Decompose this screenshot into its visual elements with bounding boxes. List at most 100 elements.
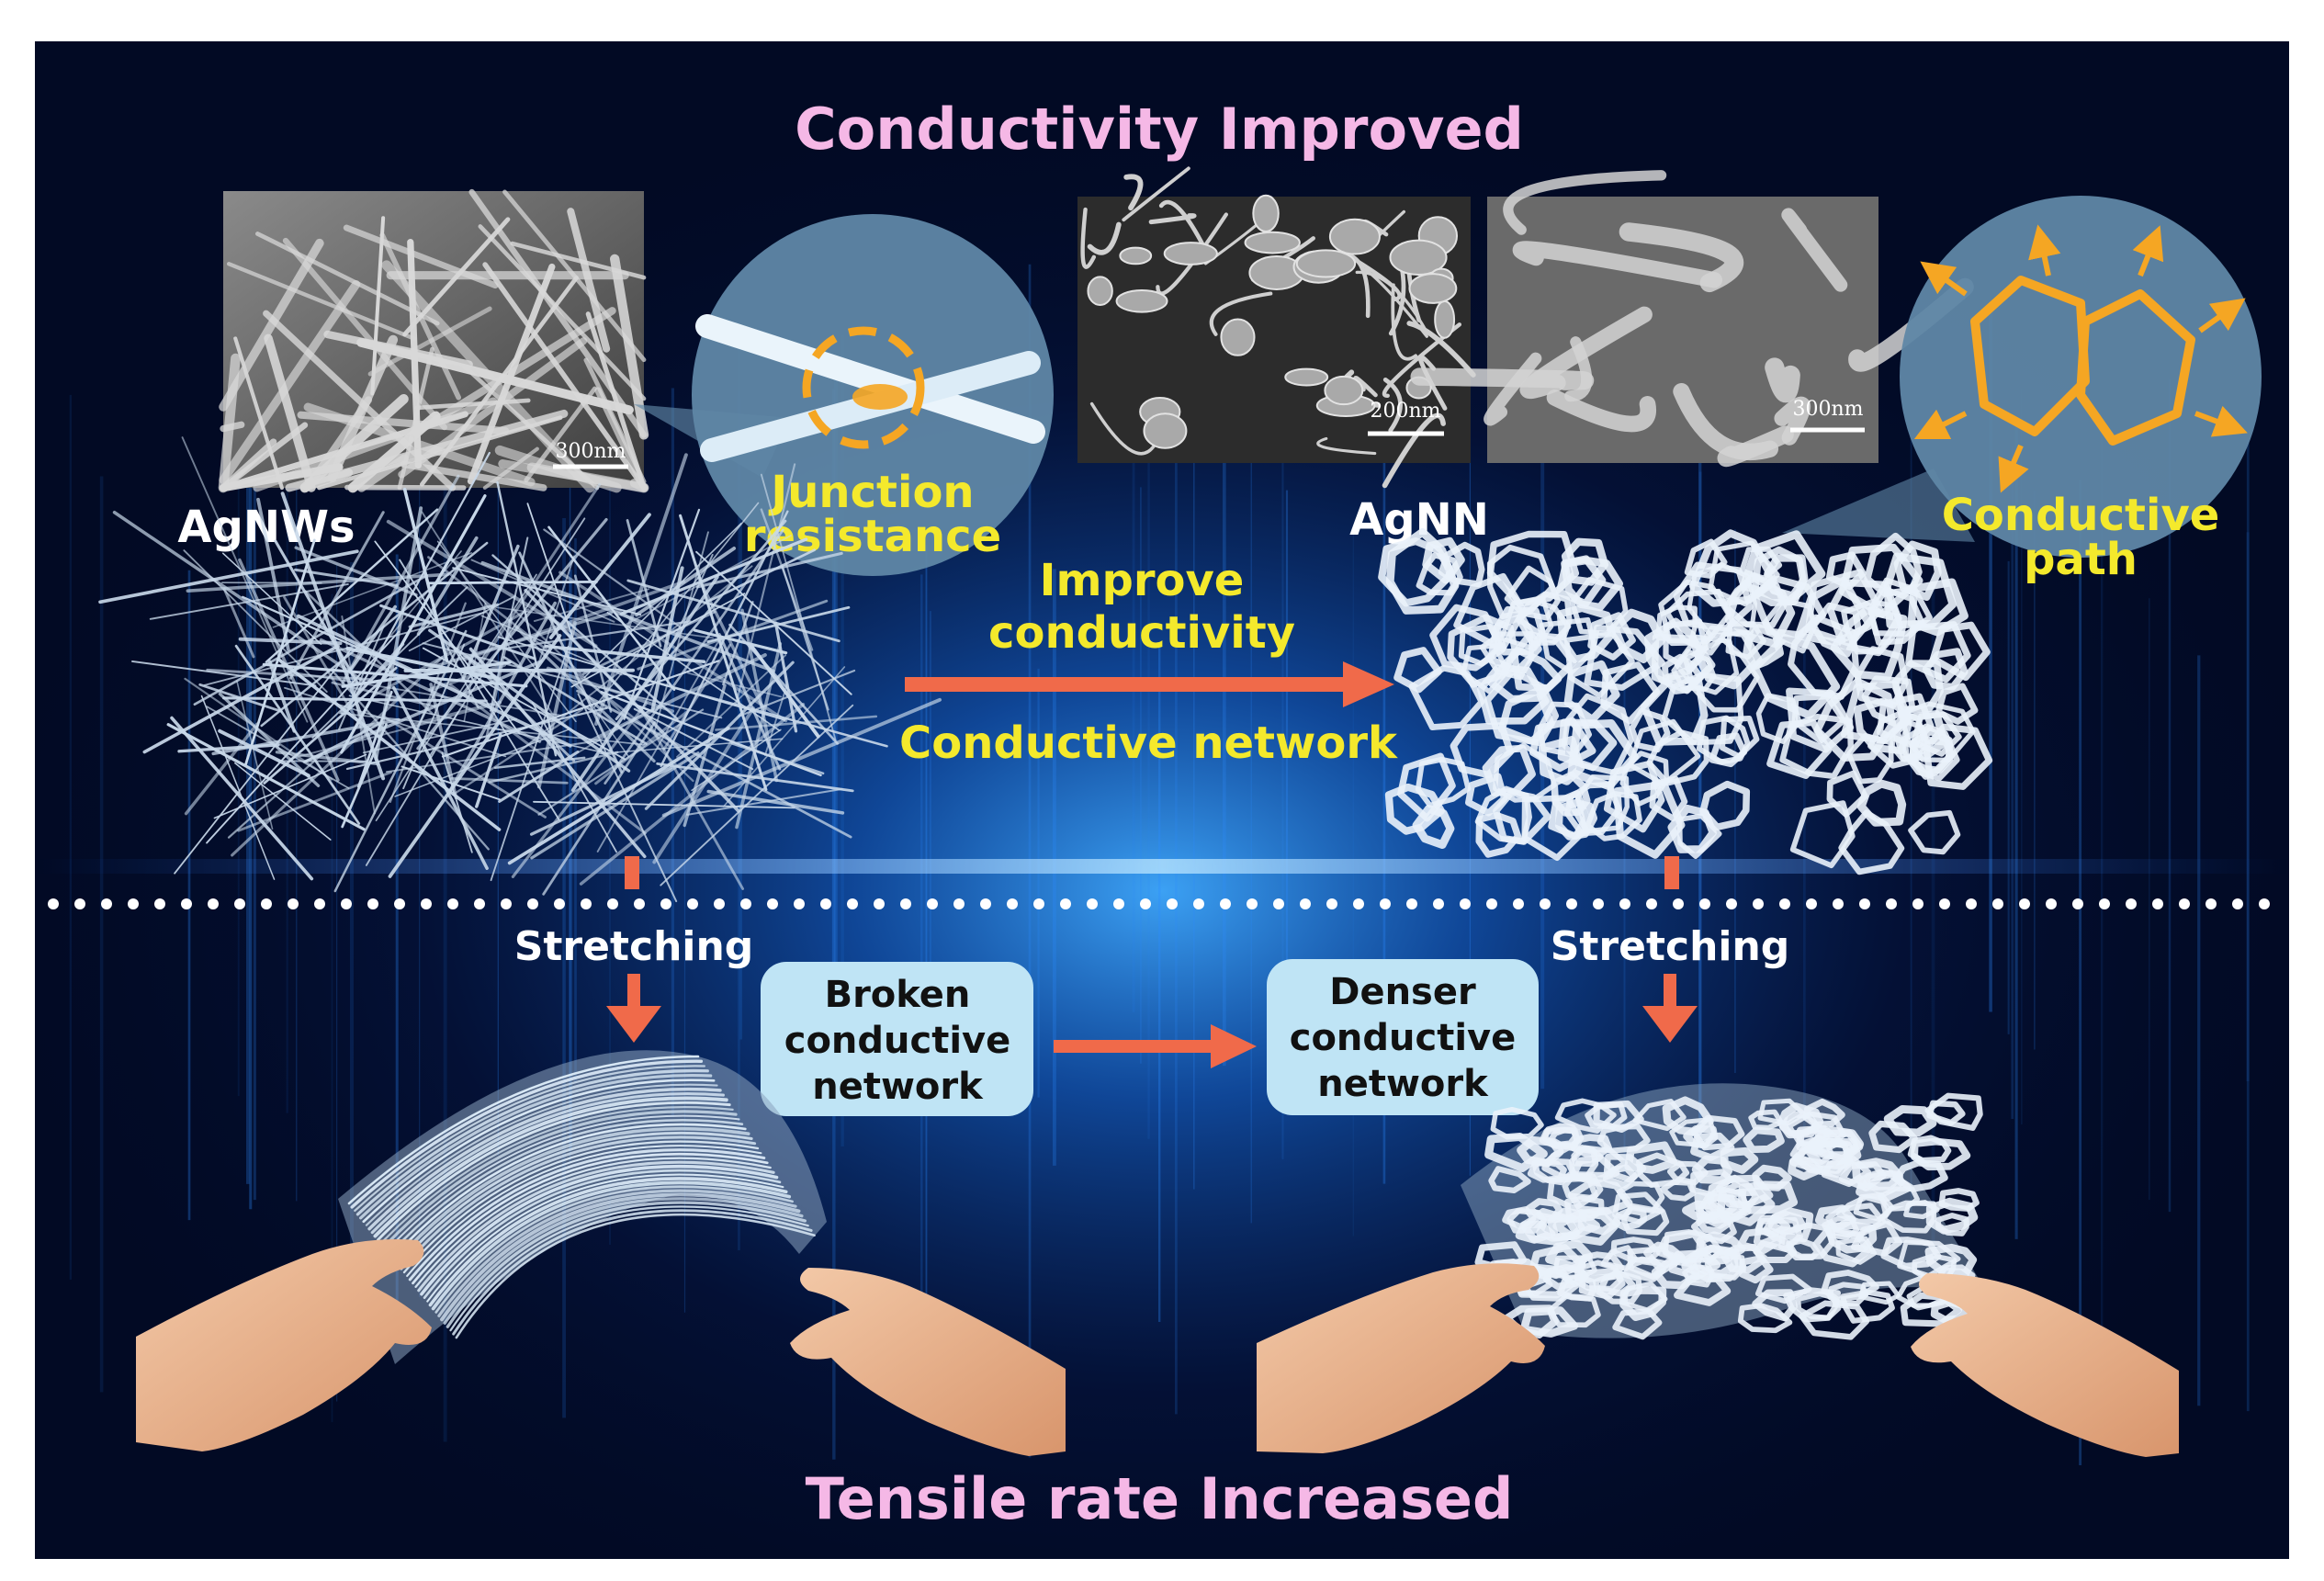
- nanowire: [389, 602, 467, 804]
- nanowire: [388, 633, 562, 878]
- network-cell: [1716, 1187, 1776, 1226]
- nanowire: [599, 738, 784, 755]
- network-cell: [1561, 556, 1623, 612]
- nanowire: [234, 644, 361, 825]
- sem-image-agnn-1: 200nm: [1077, 166, 1476, 489]
- divider-dot: [2046, 898, 2057, 909]
- nanowire: [633, 707, 754, 771]
- svg-text:conductive: conductive: [784, 1020, 1011, 1062]
- broken-network-box: Broken conductive network: [761, 962, 1033, 1116]
- nanowire: [422, 642, 723, 719]
- divider-dot: [1779, 898, 1790, 909]
- divider-dot: [208, 898, 219, 909]
- conductive-path-label-2: path: [2024, 534, 2138, 585]
- nanowire: [218, 692, 321, 787]
- stretched-wire: [443, 1197, 804, 1325]
- divider-dot: [288, 898, 299, 909]
- divider-dot: [1220, 898, 1231, 909]
- divider-dot: [1033, 898, 1044, 909]
- nanowire: [222, 552, 322, 645]
- sem-fiber: [1484, 352, 1542, 426]
- nanowire: [416, 517, 608, 751]
- sem-fiber: [1089, 401, 1156, 456]
- hand-right-2: [1911, 1273, 2179, 1457]
- stretched-wire: [350, 1059, 704, 1209]
- stretched-wire: [354, 1065, 705, 1213]
- divider-dot: [847, 898, 858, 909]
- network-cell: [1486, 530, 1580, 607]
- nanowire: [706, 605, 851, 643]
- nanowire: [531, 701, 617, 853]
- svg-text:Broken: Broken: [825, 974, 971, 1016]
- network-cell: [1740, 530, 1826, 605]
- svg-text:network: network: [1317, 1063, 1489, 1105]
- stretched-wire: [455, 1213, 816, 1339]
- divider-dot: [1806, 898, 1817, 909]
- divider-dot: [2019, 898, 2030, 909]
- sem-wire: [219, 238, 324, 412]
- divider-dot: [1593, 898, 1604, 909]
- network-cell: [1682, 1264, 1715, 1288]
- nanowire: [416, 536, 479, 636]
- network-cell: [1681, 1244, 1744, 1282]
- divider-dot: [2179, 898, 2190, 909]
- svg-text:Denser: Denser: [1329, 971, 1476, 1013]
- top-title: Conductivity Improved: [795, 96, 1524, 163]
- nanowire: [544, 644, 706, 664]
- network-cell: [1926, 1100, 1966, 1126]
- nanowire: [496, 480, 558, 757]
- divider-dot: [1486, 898, 1497, 909]
- sem-wire: [482, 262, 647, 491]
- divider-dot: [1380, 898, 1391, 909]
- network-cell: [1752, 1164, 1792, 1191]
- divider-dot: [1406, 898, 1417, 909]
- divider-dot: [447, 898, 458, 909]
- divider-dot: [1753, 898, 1764, 909]
- network-cell: [1737, 1303, 1793, 1334]
- sem-blob: [1284, 367, 1329, 387]
- sem-fiber: [1156, 212, 1228, 296]
- divider-dot: [1992, 898, 2003, 909]
- network-cell: [1619, 1281, 1668, 1313]
- sem-blob: [1163, 242, 1218, 265]
- network-cell: [1610, 608, 1666, 664]
- network-cell: [1935, 683, 1979, 725]
- nanowire: [422, 647, 626, 761]
- sem-fiber: [1382, 412, 1446, 489]
- conductive-path-label-1: Conductive: [1942, 490, 2220, 541]
- divider-dot: [660, 898, 671, 909]
- divider-dot: [181, 898, 192, 909]
- nanowire: [421, 511, 554, 716]
- divider-dot: [2126, 898, 2137, 909]
- network-cell: [1476, 664, 1550, 725]
- sem-wire: [226, 262, 417, 341]
- nanowire: [400, 765, 502, 801]
- nanowire: [283, 595, 367, 737]
- stretched-wire: [347, 1055, 700, 1205]
- nanowire: [717, 633, 782, 771]
- divider-dot: [1833, 898, 1844, 909]
- nanowire: [206, 630, 400, 844]
- nanowire: [131, 661, 317, 687]
- network-cell: [1649, 775, 1688, 822]
- sem-fiber: [1148, 213, 1197, 225]
- stretched-wire: [423, 1169, 782, 1299]
- stretched-wire: [365, 1083, 718, 1226]
- nanowire: [200, 695, 276, 880]
- network-cell: [1868, 1120, 1918, 1154]
- stretched-wire: [402, 1140, 760, 1274]
- nanowire: [142, 644, 340, 754]
- nanowire: [341, 474, 460, 684]
- network-cell: [1883, 552, 1957, 629]
- stretching-left: Stretching: [514, 856, 753, 1043]
- network-cell: [1548, 789, 1590, 841]
- nanowire: [303, 722, 381, 763]
- nanowire: [570, 575, 719, 793]
- sem-wire: [567, 208, 611, 353]
- junction-label-1: Junction: [768, 467, 974, 518]
- network-cell: [1767, 1210, 1807, 1236]
- sem-wire: [583, 357, 647, 484]
- network-cell: [1835, 1236, 1878, 1265]
- divider-dot: [341, 898, 352, 909]
- sem-wire: [414, 398, 531, 411]
